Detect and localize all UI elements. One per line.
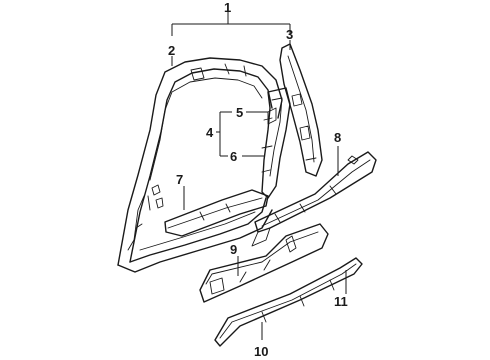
- callout-10: 10: [254, 344, 268, 359]
- callout-labels: 1 2 3 4 5 6 7 8 9 10 11: [168, 0, 348, 359]
- b-pillar-reinforcement: [279, 43, 323, 177]
- rocker-reinforcement: [251, 151, 377, 247]
- roof-side-panel: [117, 57, 283, 273]
- center-pillar-inner: [261, 87, 291, 199]
- rocker-inner-panel: [199, 223, 329, 303]
- leader-lines: [171, 12, 347, 340]
- inner-rocker: [164, 189, 269, 237]
- callout-1: 1: [224, 0, 231, 15]
- callout-9: 9: [230, 242, 237, 257]
- callout-2: 2: [168, 43, 175, 58]
- rocker-outer-moulding: [214, 257, 363, 347]
- callout-7: 7: [176, 172, 183, 187]
- callout-11: 11: [334, 294, 348, 309]
- callout-4: 4: [206, 125, 214, 140]
- callout-3: 3: [286, 27, 293, 42]
- callout-6: 6: [230, 149, 237, 164]
- callout-5: 5: [236, 105, 243, 120]
- callout-8: 8: [334, 130, 341, 145]
